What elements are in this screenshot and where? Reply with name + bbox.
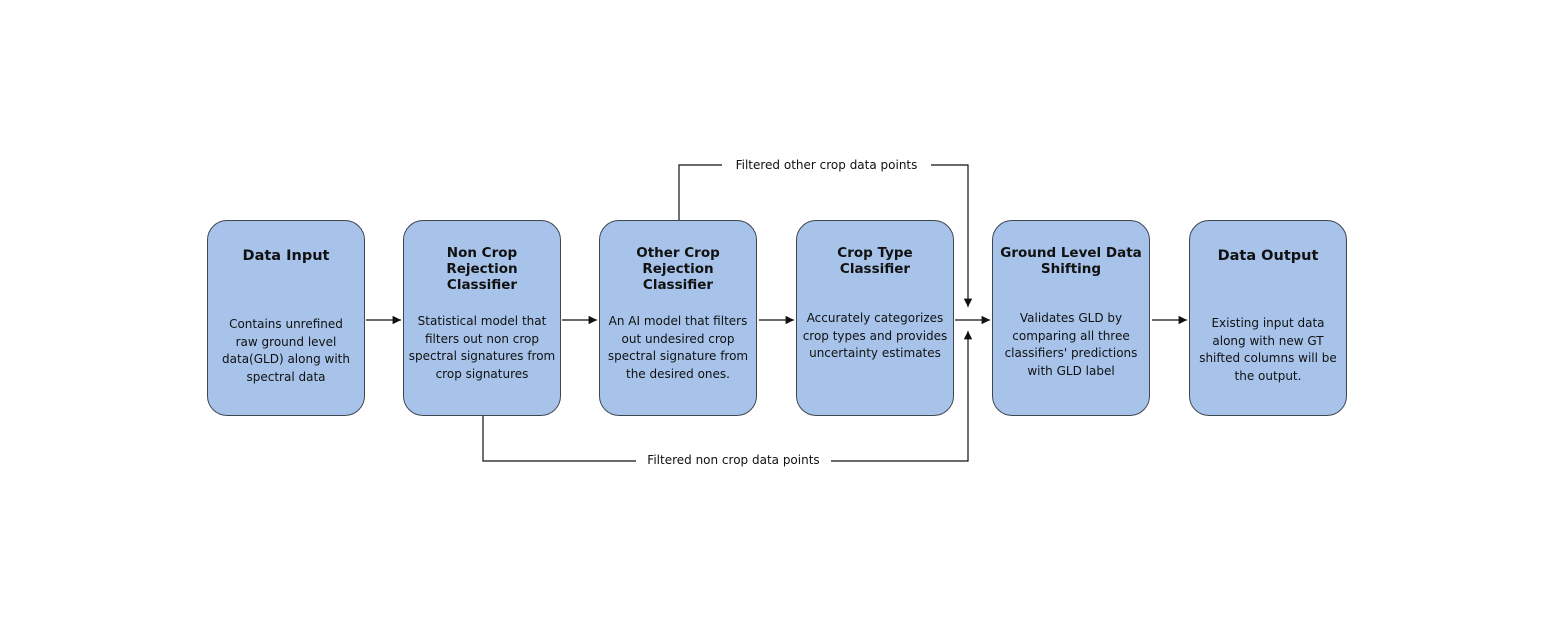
node-title: Ground Level Data Shifting (1000, 245, 1142, 277)
node-crop-type-classifier: Crop Type Classifier Accurately categori… (796, 220, 954, 416)
node-title: Data Output (1217, 248, 1319, 264)
node-title: Non Crop Rejection Classifier (446, 245, 518, 293)
node-data-input: Data Input Contains unrefined raw ground… (207, 220, 365, 416)
node-description: An AI model that filters out undesired c… (607, 314, 749, 381)
node-description: Validates GLD by comparing all three cla… (1004, 311, 1138, 378)
node-ground-level-data-shifting: Ground Level Data Shifting Validates GLD… (992, 220, 1150, 416)
node-description: Statistical model that filters out non c… (408, 314, 556, 381)
node-description: Contains unrefined raw ground level data… (222, 317, 350, 384)
edge-label-filtered-non-crop: Filtered non crop data points (636, 441, 831, 479)
node-title: Data Input (242, 248, 330, 264)
node-data-output: Data Output Existing input data along wi… (1189, 220, 1347, 416)
node-description: Existing input data along with new GT sh… (1199, 316, 1337, 383)
node-other-crop-rejection-classifier: Other Crop Rejection Classifier An AI mo… (599, 220, 757, 416)
node-non-crop-rejection-classifier: Non Crop Rejection Classifier Statistica… (403, 220, 561, 416)
node-description: Accurately categorizes crop types and pr… (802, 311, 948, 360)
edge-label-filtered-other-crop: Filtered other crop data points (722, 146, 931, 184)
node-title: Crop Type Classifier (837, 245, 913, 277)
node-title: Other Crop Rejection Classifier (636, 245, 720, 293)
